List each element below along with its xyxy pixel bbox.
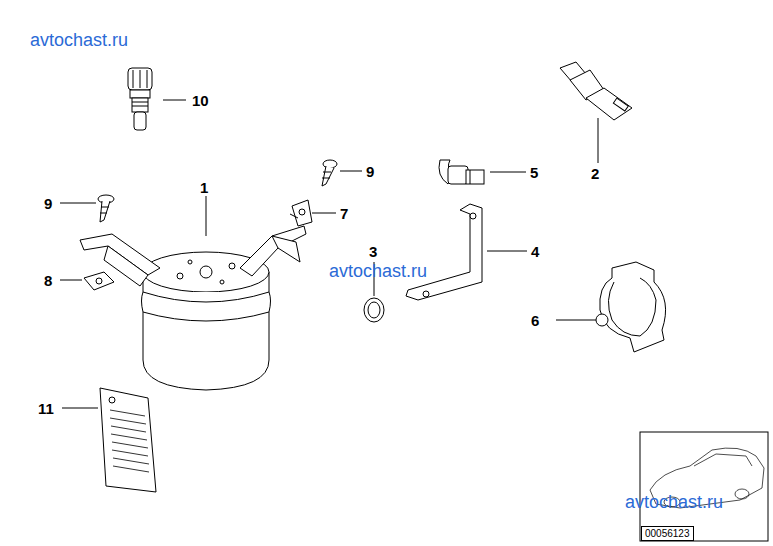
callout-number: 7 [340, 206, 348, 221]
watermark: avtochast.ru [30, 31, 128, 49]
instruction-sheet [100, 388, 156, 492]
car-thumbnail [640, 432, 768, 541]
pressure-switch [560, 62, 632, 120]
receiver-drier [80, 226, 306, 390]
callout-number: 4 [531, 244, 539, 259]
callout-number: 2 [591, 166, 599, 181]
callout-number: 9 [366, 164, 374, 179]
callout-number: 11 [38, 401, 54, 416]
valve-cap [128, 68, 152, 130]
o-ring [364, 298, 384, 322]
callout-number: 5 [530, 165, 538, 180]
clip-nut [290, 200, 312, 226]
bracket [406, 204, 482, 300]
callout-number: 10 [192, 93, 209, 108]
watermark: avtochast.ru [329, 262, 427, 280]
callout-number: 6 [531, 313, 539, 328]
callout-number: 9 [44, 196, 52, 211]
plate-nut [84, 272, 114, 290]
hose-clip [439, 160, 484, 184]
drier-holder [596, 262, 666, 352]
callout-number: 3 [369, 244, 377, 259]
screw [98, 160, 337, 222]
watermark: avtochast.ru [625, 493, 723, 511]
drawing-number: 00056123 [645, 528, 690, 539]
callout-number: 1 [200, 180, 208, 195]
drawing-number-box: 00056123 [641, 526, 694, 541]
leader-lines [60, 100, 598, 408]
callout-number: 8 [44, 273, 52, 288]
